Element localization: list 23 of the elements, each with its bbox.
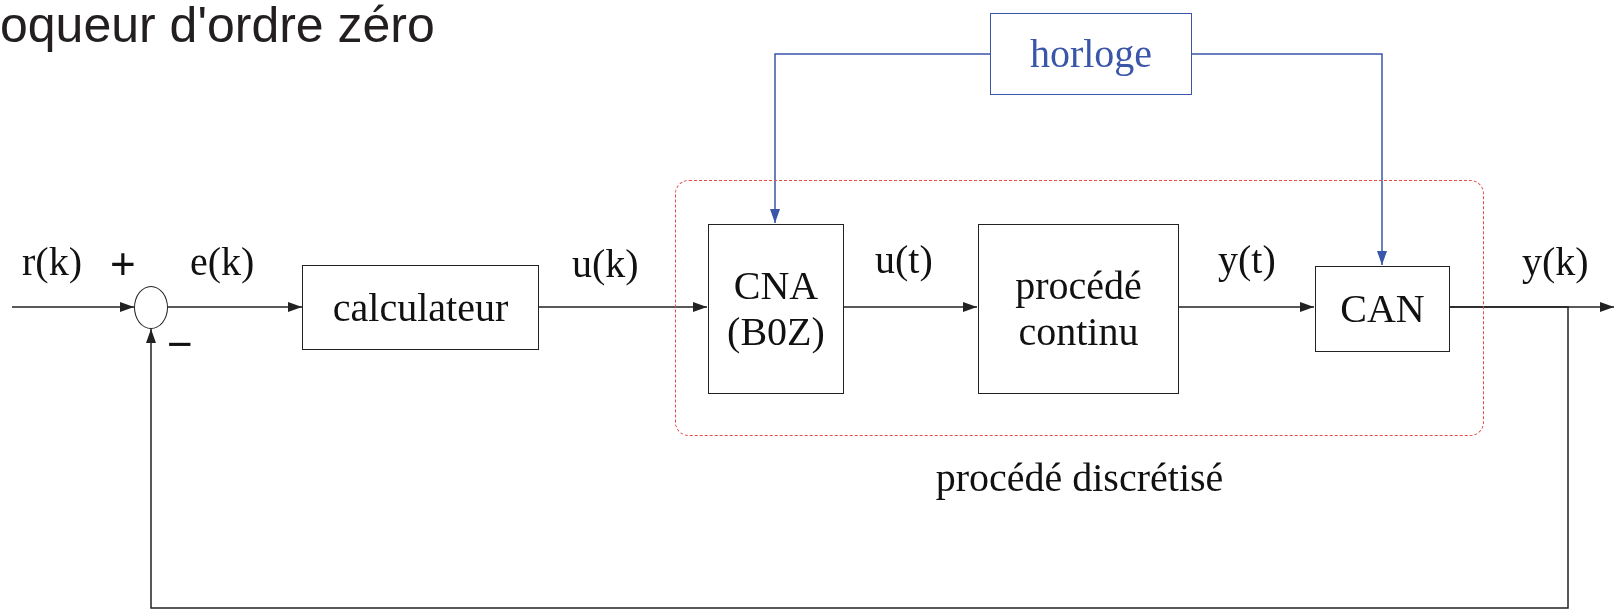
- process-box: [708, 224, 844, 394]
- arrow: [538, 302, 708, 312]
- block-label: calculateur: [332, 284, 509, 331]
- summing-junction: [134, 286, 168, 329]
- block-label: CNA (B0Z): [726, 263, 826, 355]
- arrow: [11, 302, 135, 312]
- block-label: procédé continu: [1014, 263, 1143, 355]
- block-label: CAN: [1340, 286, 1425, 332]
- sign-label: −: [167, 322, 193, 366]
- arrow: [146, 306, 1569, 609]
- group-label: procédé discrétisé: [934, 455, 1225, 501]
- sign-label: +: [110, 242, 136, 286]
- arrow: [1177, 302, 1315, 312]
- process-box: [978, 224, 1179, 394]
- arrow: [167, 302, 303, 312]
- process-box: [302, 265, 539, 350]
- arrow: [1191, 53, 1387, 266]
- diagram-title: oqueur d'ordre zéro: [0, 0, 435, 54]
- arrow: [842, 302, 978, 312]
- block-label: horloge: [1029, 31, 1153, 77]
- process-box: [1315, 266, 1450, 352]
- clock-box: [990, 13, 1192, 95]
- arrow: [770, 53, 991, 224]
